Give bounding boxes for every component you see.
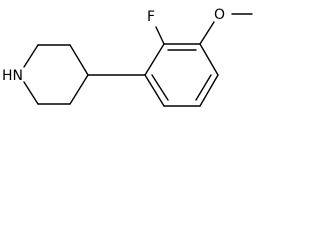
bond-a6-a1 <box>144 74 165 107</box>
chemical-structure-diagram: HN F O <box>2 7 253 107</box>
bond-a3-o <box>199 21 215 45</box>
atom-label-f: F <box>147 9 155 25</box>
atom-label-o: O <box>214 7 225 23</box>
bond-a1-a2 <box>144 43 165 76</box>
double-bond-a4-a5 <box>195 74 212 101</box>
piperidine-ring <box>23 44 89 105</box>
bond-a4-a5 <box>199 74 219 107</box>
atom-label-nh: HN <box>2 68 23 84</box>
double-bond-a6-a1 <box>151 74 169 101</box>
bond-c3-c4 <box>69 44 89 76</box>
benzene-ring <box>144 43 219 107</box>
bond-a3-a4 <box>199 43 219 76</box>
substituent-bonds <box>155 13 253 45</box>
bond-c6-n <box>23 81 39 105</box>
bond-n-c2 <box>23 44 39 68</box>
bond-a2-f <box>155 26 165 45</box>
bond-c4-c5 <box>69 74 89 105</box>
